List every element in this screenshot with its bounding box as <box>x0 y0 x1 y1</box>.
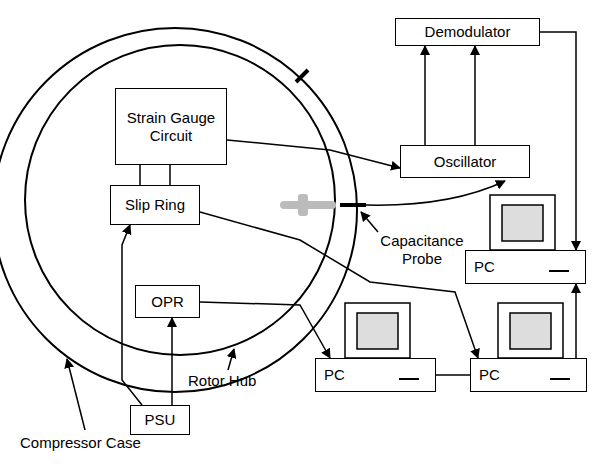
process-box: Slip Ring <box>110 185 200 225</box>
case-probe-mark <box>296 70 308 82</box>
process-box: Demodulator <box>395 18 540 46</box>
process-box: PSU <box>130 405 190 435</box>
probe-wire <box>366 181 505 205</box>
part-label: Compressor Case <box>20 434 170 452</box>
part-label: Rotor Hub <box>188 372 278 390</box>
connector <box>424 46 426 145</box>
box-text: OPR <box>151 293 184 310</box>
drive-slot <box>550 378 570 380</box>
connector <box>200 302 330 358</box>
process-box: Strain Gauge Circuit <box>115 88 227 165</box>
drive-slot <box>549 270 569 272</box>
process-box: OPR <box>135 285 200 318</box>
connector <box>436 374 470 376</box>
box-text: PC <box>474 258 495 275</box>
rotor-hub-outline <box>25 45 335 355</box>
box-text: Demodulator <box>425 23 511 40</box>
box-text: Strain Gauge Circuit <box>122 109 220 144</box>
process-box: PC <box>465 250 586 284</box>
connector <box>200 212 478 358</box>
part-label: Capacitance Probe <box>372 232 472 268</box>
box-text: Slip Ring <box>125 196 185 213</box>
process-box: Oscillator <box>400 145 530 178</box>
box-text: PSU <box>145 411 176 428</box>
leader-line <box>228 349 234 370</box>
capacitance-probe <box>280 194 366 216</box>
leader-line <box>361 212 378 232</box>
leader-line <box>67 359 85 430</box>
connector <box>540 32 576 250</box>
connector <box>575 284 577 358</box>
box-text: PC <box>479 366 500 383</box>
connector <box>139 165 141 185</box>
connector <box>171 318 173 405</box>
process-box: PC <box>470 358 587 392</box>
box-text: PC <box>324 366 345 383</box>
connector <box>474 46 476 145</box>
box-text: Oscillator <box>434 153 497 170</box>
connector <box>169 165 171 185</box>
compressor-case-outline <box>0 28 357 392</box>
connector <box>227 140 400 168</box>
drive-slot <box>399 378 419 380</box>
process-box: PC <box>315 358 436 392</box>
